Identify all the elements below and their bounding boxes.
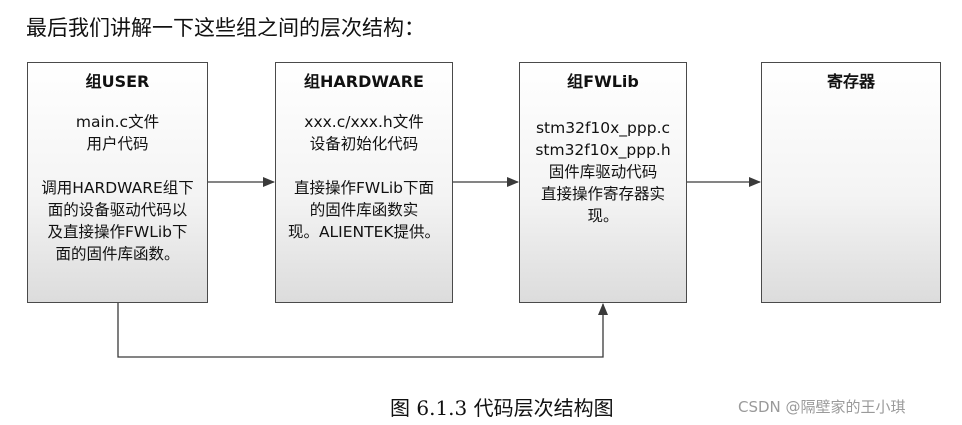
group-hardware-line: 的固件库函数实 <box>309 201 419 219</box>
group-hardware-line: 设备初始化代码 <box>309 135 419 153</box>
group-user-line: 面的固件库函数。 <box>55 245 180 263</box>
register-box: 寄存器 <box>761 62 941 303</box>
group-user-line: 用户代码 <box>86 135 149 153</box>
group-fwlib-line: 固件库驱动代码 <box>548 163 658 181</box>
group-user-line: main.c文件 <box>75 113 160 131</box>
group-hardware-box: 组HARDWARE xxx.c/xxx.h文件 设备初始化代码 直接操作FWLi… <box>275 62 453 303</box>
group-hardware-line: 现。ALIENTEK提供。 <box>287 223 441 241</box>
group-fwlib-title: 组FWLib <box>567 72 639 91</box>
register-title: 寄存器 <box>826 72 875 91</box>
group-hardware-title: 组HARDWARE <box>304 72 424 91</box>
watermark: CSDN @隔壁家的王小琪 <box>738 398 906 416</box>
group-user-line: 及直接操作FWLib下 <box>47 223 188 241</box>
group-user-box: 组USER main.c文件 用户代码 调用HARDWARE组下 面的设备驱动代… <box>27 62 208 303</box>
group-fwlib-line: stm32f10x_ppp.c <box>535 119 671 137</box>
group-fwlib-box: 组FWLib stm32f10x_ppp.c stm32f10x_ppp.h 固… <box>519 62 687 303</box>
arrow-user-to-fwlib <box>117 303 608 358</box>
intro-text: 最后我们讲解一下这些组之间的层次结构： <box>26 16 425 40</box>
group-fwlib-line: 现。 <box>587 207 619 225</box>
group-hardware-line: 直接操作FWLib下面 <box>293 179 435 197</box>
group-fwlib-line: 直接操作寄存器实 <box>540 185 665 203</box>
group-fwlib-line: stm32f10x_ppp.h <box>535 141 671 159</box>
group-user-line: 面的设备驱动代码以 <box>47 201 188 219</box>
group-user-line: 调用HARDWARE组下 <box>41 179 194 197</box>
group-user-title: 组USER <box>85 72 150 91</box>
group-hardware-line: xxx.c/xxx.h文件 <box>304 113 424 131</box>
figure-caption: 图 6.1.3 代码层次结构图 <box>390 396 614 420</box>
